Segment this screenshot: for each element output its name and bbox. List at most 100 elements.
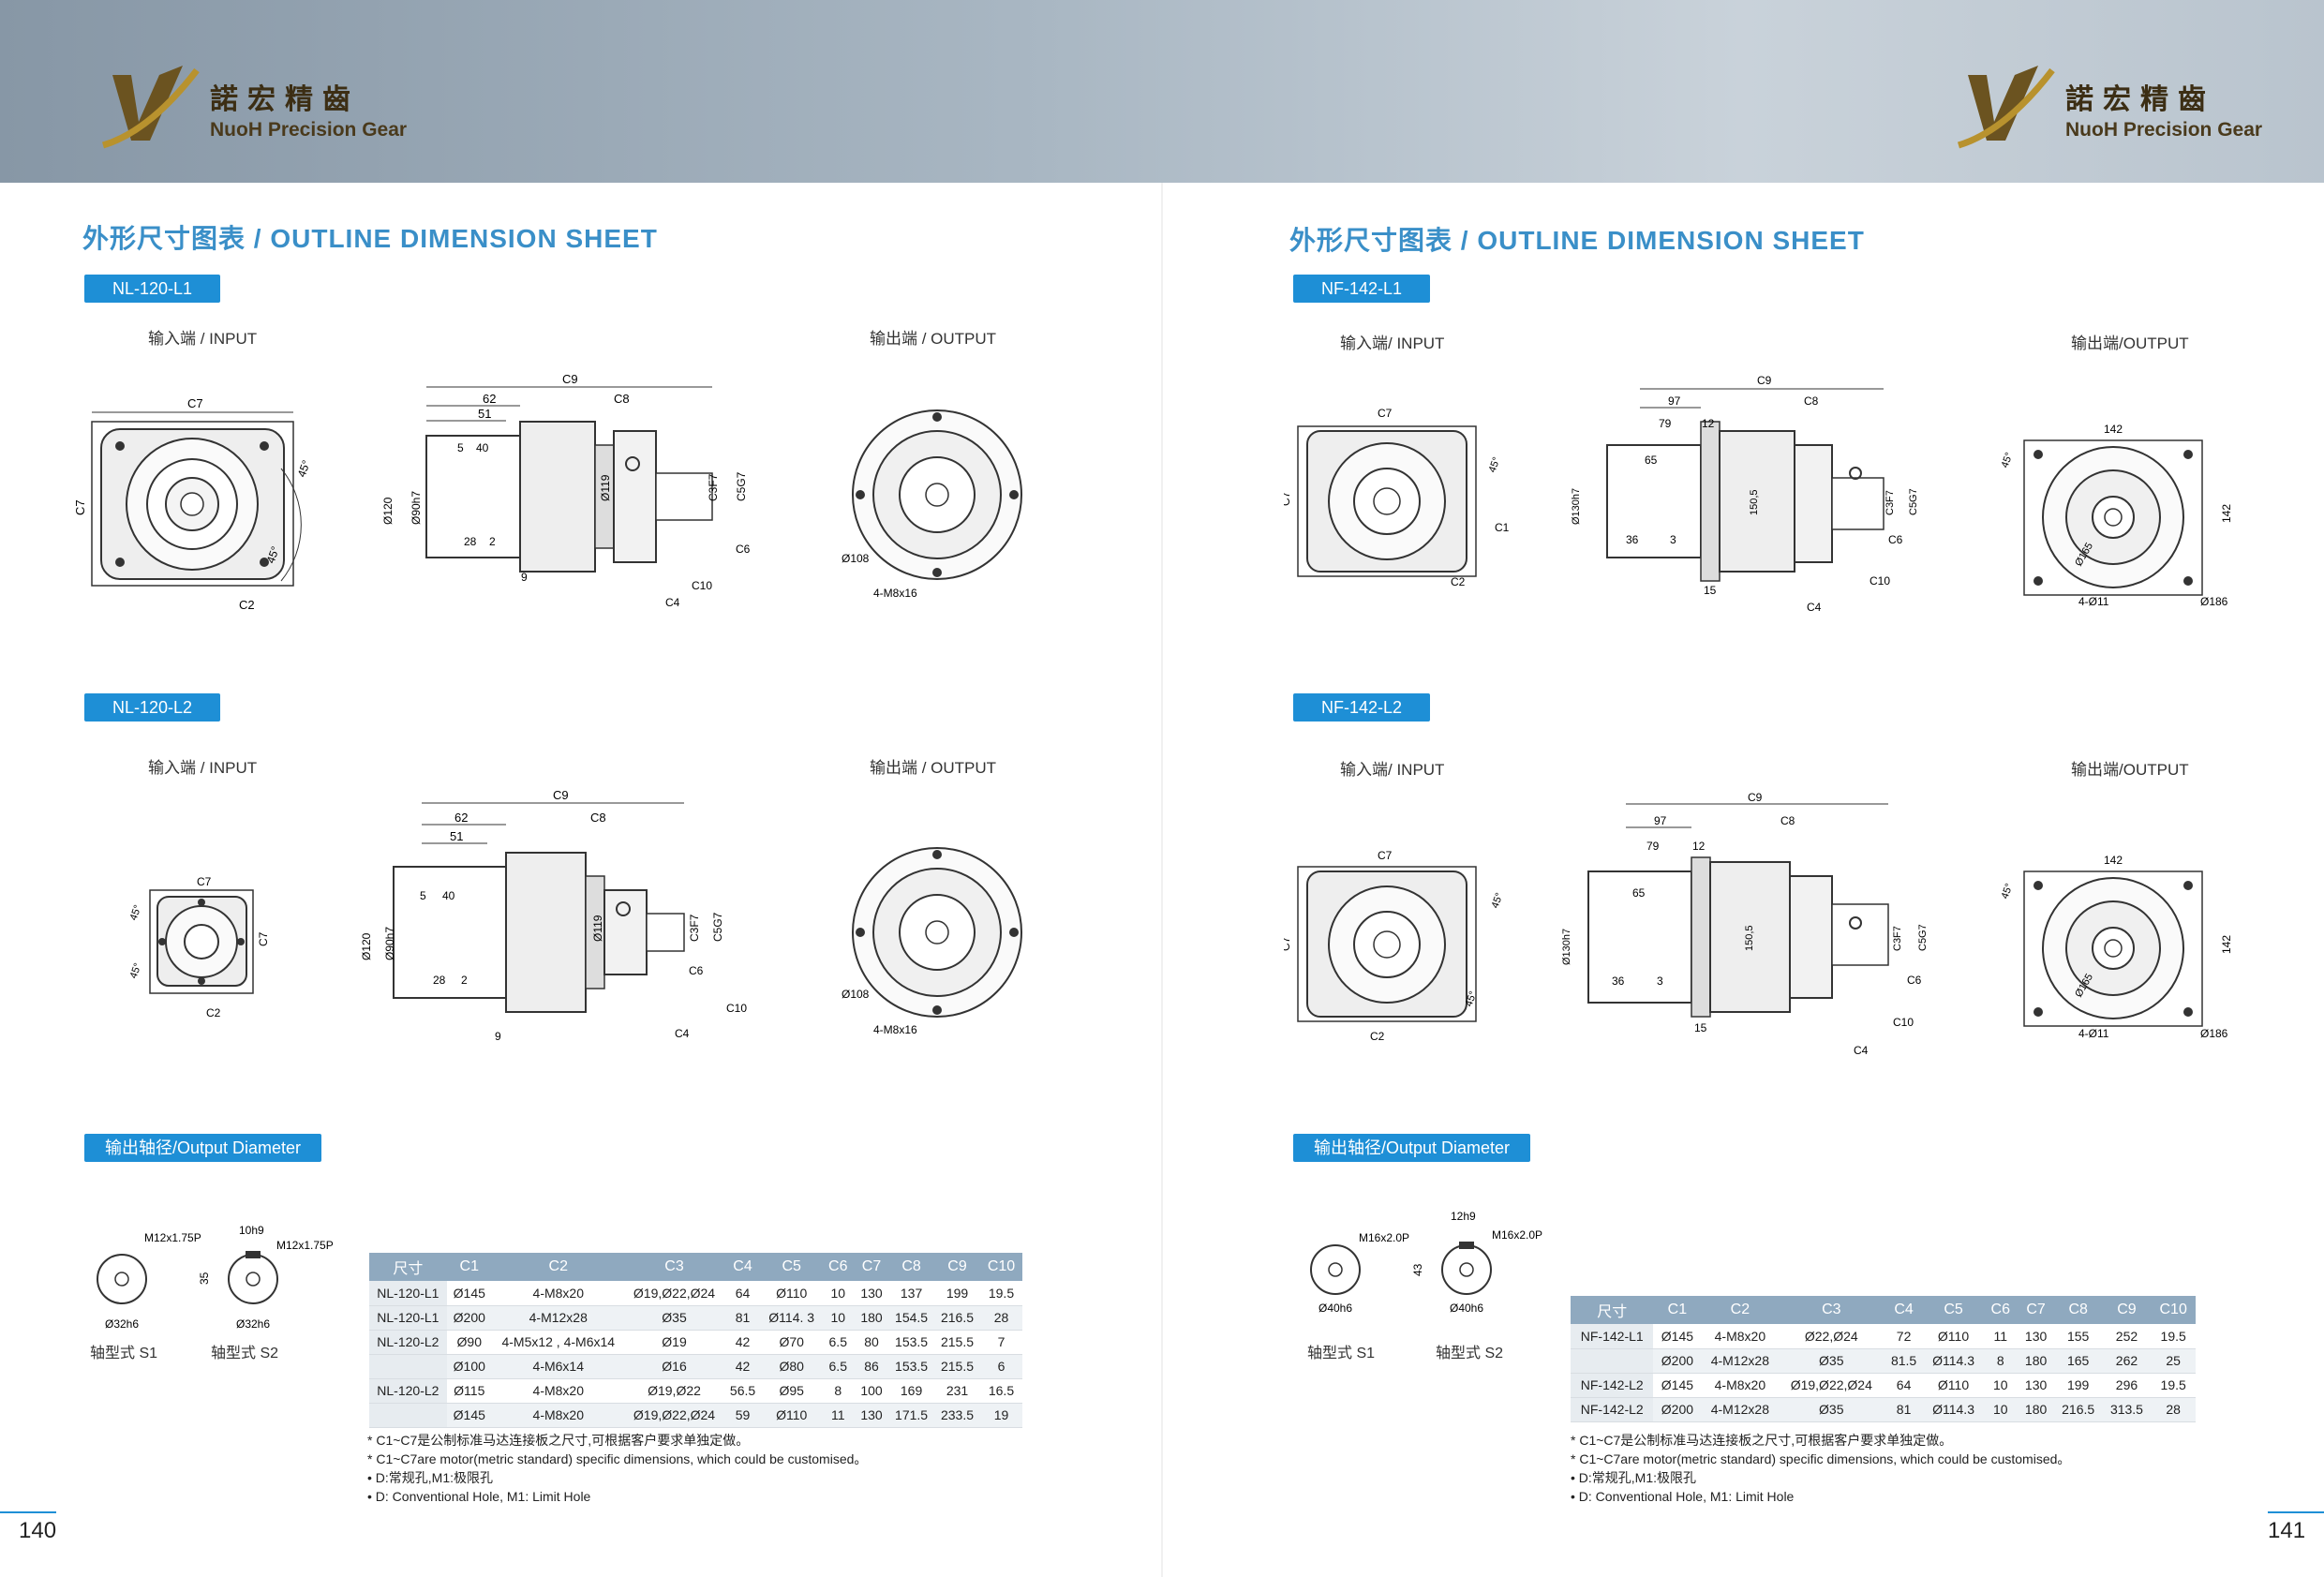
table-cell: 130 <box>2018 1324 2054 1349</box>
table-cell: 56.5 <box>723 1378 762 1404</box>
dim-dia186: Ø186 <box>2200 595 2228 608</box>
table-cell: Ø22,Ø24 <box>1779 1324 1885 1349</box>
model-cell: NF-142-L1 <box>1571 1324 1654 1349</box>
dim-c8: C8 <box>1804 394 1819 408</box>
dim-c9: C9 <box>553 788 569 802</box>
dim-dia130: Ø130h7 <box>1561 929 1572 965</box>
col-header: C4 <box>723 1253 762 1281</box>
dim-c9: C9 <box>562 372 578 386</box>
table-cell: 252 <box>2102 1324 2152 1349</box>
brand-en: NuoH Precision Gear <box>210 119 408 141</box>
dim-angle: 45° <box>1490 891 1506 910</box>
brand-cn: 諾宏精齒 <box>210 83 360 116</box>
dim-15: 15 <box>1704 584 1717 597</box>
table-cell: 10 <box>821 1281 855 1306</box>
page-rule <box>0 1511 56 1513</box>
dim-dia90: Ø90h7 <box>410 491 423 525</box>
table-cell: Ø145 <box>446 1403 492 1428</box>
model-cell: NF-142-L2 <box>1571 1397 1654 1422</box>
dim-angle: 45° <box>295 458 313 479</box>
dim-dia119: Ø119 <box>599 474 612 501</box>
col-header: C9 <box>934 1253 980 1281</box>
shaft-s2-caption: 轴型式 S2 <box>1436 1346 1504 1361</box>
output-label: 输出端/OUTPUT <box>2071 761 2189 779</box>
table-cell: 19 <box>979 1403 1022 1428</box>
spec-table: 尺寸 C1 C2 C3 C4 C5 C6 C7 C8 C9 C10 NL-120… <box>369 1253 1022 1428</box>
table-cell: 199 <box>2053 1373 2103 1398</box>
dim-12: 12 <box>1692 840 1706 853</box>
col-header: C2 <box>1701 1296 1780 1324</box>
page-number: 141 <box>2268 1518 2306 1543</box>
table-cell: 313.5 <box>2102 1397 2152 1422</box>
dim-62: 62 <box>483 392 496 406</box>
dim-12: 12 <box>1702 417 1715 430</box>
dim-40: 40 <box>442 889 455 902</box>
s1-thread: M12x1.75P <box>144 1231 201 1244</box>
table-cell: Ø145 <box>446 1281 492 1306</box>
table-cell: 4-M8x20 <box>1701 1373 1780 1398</box>
table-cell: Ø110 <box>1923 1373 1984 1398</box>
dim-c3: C3F7 <box>1892 926 1903 951</box>
note-line: * C1~C7是公制标准马达连接板之尺寸,可根据客户要求单独定做。 <box>1571 1433 1953 1448</box>
col-header: C2 <box>491 1253 625 1281</box>
dim-65: 65 <box>1645 454 1658 467</box>
dim-c2: C2 <box>206 1006 221 1019</box>
table-cell: 16.5 <box>979 1378 1022 1404</box>
table-cell: Ø100 <box>446 1354 492 1379</box>
dim-c7: C7 <box>187 396 203 410</box>
table-cell: 10 <box>821 1305 855 1331</box>
table-cell: 100 <box>854 1378 889 1404</box>
dim-angle-2: 45° <box>1464 989 1480 1008</box>
dim-150: 150,5 <box>1749 489 1760 515</box>
dim-c5: C5G7 <box>1908 488 1919 515</box>
shaft-s1-caption: 轴型式 S1 <box>90 1346 158 1361</box>
table-cell: 11 <box>1983 1324 2019 1349</box>
table-cell: 4-M8x20 <box>491 1403 625 1428</box>
table-cell: 28 <box>2151 1397 2196 1422</box>
col-header: C7 <box>2018 1296 2054 1324</box>
note-line: * C1~C7are motor(metric standard) specif… <box>1571 1451 2071 1466</box>
dim-62: 62 <box>454 811 468 825</box>
model-cell: NL-120-L1 <box>369 1305 447 1331</box>
table-cell: 4-M6x14 <box>491 1354 625 1379</box>
dim-142: 142 <box>2104 423 2123 436</box>
input-label: 输入端/ INPUT <box>1340 335 1445 352</box>
s2-len: 43 <box>1411 1263 1424 1276</box>
model-cell <box>1571 1348 1654 1374</box>
model-cell: NL-120-L1 <box>369 1281 447 1306</box>
dim-c5: C5G7 <box>1917 924 1929 951</box>
page-number: 140 <box>19 1518 57 1543</box>
input-flange-drawing: C7 C7 C1 C2 45° <box>1279 389 1527 604</box>
right-page: 外形尺寸图表 / OUTLINE DIMENSION SHEET NF-142-… <box>1162 183 2324 1577</box>
dim-bolt: 4-M8x16 <box>873 1023 917 1036</box>
dim-c6: C6 <box>1907 974 1922 987</box>
col-header: C7 <box>854 1253 889 1281</box>
dim-bolt: 4-M8x16 <box>873 587 917 600</box>
table-cell: 4-M5x12 , 4-M6x14 <box>491 1330 625 1355</box>
table-cell: 6 <box>979 1354 1022 1379</box>
dim-dia120: Ø120 <box>360 932 373 960</box>
table-cell: 154.5 <box>888 1305 935 1331</box>
table-cell: Ø35 <box>1779 1348 1885 1374</box>
dim-c9: C9 <box>1757 374 1772 387</box>
table-cell: 64 <box>723 1281 762 1306</box>
output-flange-drawing: 142 142 Ø165 4-Ø11 Ø186 45° <box>1987 829 2268 1054</box>
brand-logo-right: 諾宏精齒 NuoH Precision Gear <box>1949 56 2262 161</box>
table-cell: 11 <box>821 1403 855 1428</box>
input-flange-drawing: C7 C7 C2 45° 45° <box>73 384 337 618</box>
dim-c5: C5G7 <box>711 912 724 942</box>
table-cell: 153.5 <box>888 1354 935 1379</box>
page-divider <box>1161 183 1163 1577</box>
table-cell: Ø95 <box>761 1378 822 1404</box>
table-cell: 42 <box>723 1330 762 1355</box>
table-cell: 6.5 <box>821 1354 855 1379</box>
dim-15: 15 <box>1694 1021 1707 1034</box>
table-cell: 199 <box>934 1281 980 1306</box>
input-label: 输入端/ INPUT <box>1340 761 1445 779</box>
output-diameter-tag: 输出轴径/Output Diameter <box>84 1134 322 1162</box>
